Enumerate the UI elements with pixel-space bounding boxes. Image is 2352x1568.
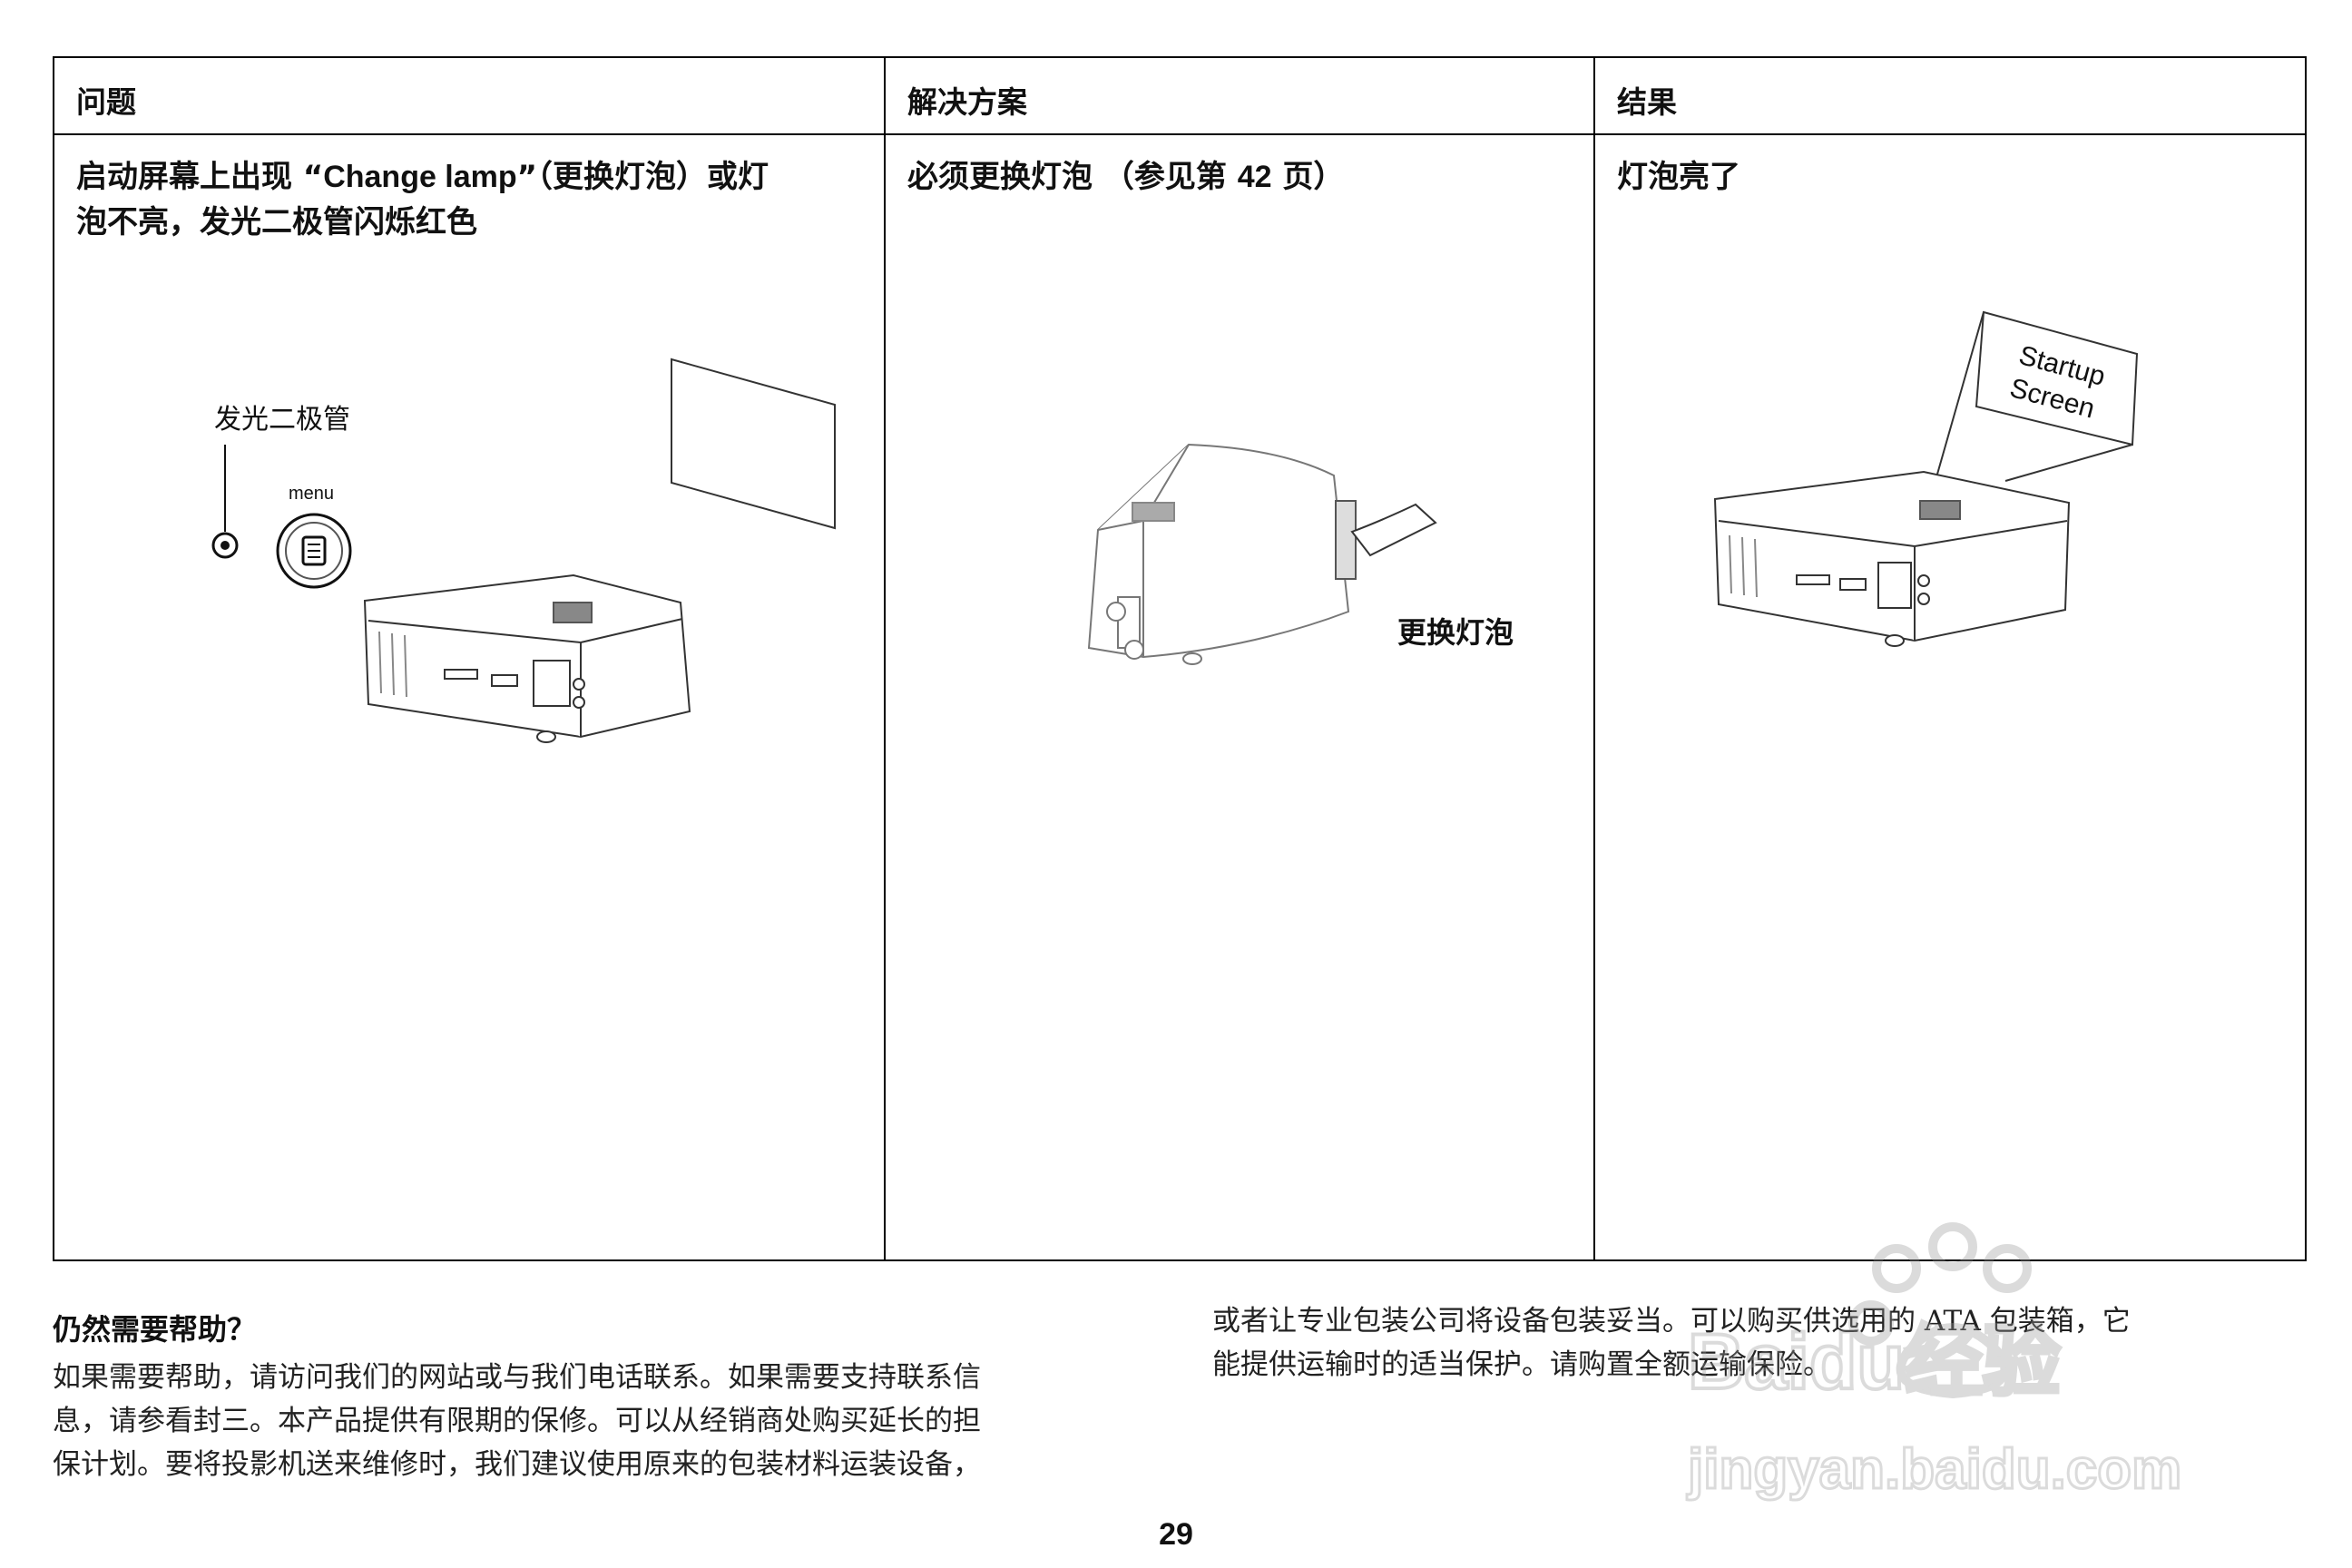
paragraph-line: 息，请参看封三。本产品提供有限期的保修。可以从经销商处购买延长的担 [53, 1405, 981, 1437]
problem-text: 启动屏幕上出现 “Change lamp”（更换灯泡）或灯 泡不亮，发光二极管闪… [76, 154, 866, 245]
troubleshooting-table: 问题 解决方案 结果 启动屏幕上出现 “Change lamp”（更换灯泡）或灯… [53, 56, 2307, 1261]
problem-line-2: 泡不亮，发光二极管闪烁红色 [76, 204, 477, 240]
header-divider [54, 133, 2305, 135]
header-problem: 问题 [76, 84, 136, 120]
watermark-url: jingyan.baidu.com [1687, 1438, 2181, 1501]
header-solution: 解决方案 [907, 84, 1027, 120]
paragraph-line: 保计划。要将投影机送来维修时，我们建议使用原来的包装材料运装设备， [53, 1448, 981, 1481]
projector-icon [1087, 443, 1357, 665]
column-divider [884, 58, 886, 1259]
hand-icon [1350, 503, 1437, 557]
result-text: 灯泡亮了 [1617, 159, 1740, 195]
projector-icon [363, 573, 691, 743]
paragraph-line: 或者让专业包装公司将设备包装妥当。可以购买供选用的 ATA 包装箱，它 [1212, 1305, 2131, 1338]
startup-screen-illustration: Startup Screen [1713, 310, 2139, 647]
replace-lamp-label: 更换灯泡 [1397, 615, 1514, 650]
help-paragraph-right: 或者让专业包装公司将设备包装妥当。可以购买供选用的 ATA 包装箱，它 能提供运… [1212, 1299, 2310, 1387]
page-number: 29 [1159, 1517, 1193, 1552]
lamp-replacement-illustration: 更换灯泡 [1087, 443, 1514, 665]
help-paragraph-left: 如果需要帮助，请访问我们的网站或与我们电话联系。如果需要支持联系信 息，请参看封… [53, 1356, 1142, 1486]
paragraph-line: 能提供运输时的适当保护。请购置全额运输保险。 [1212, 1348, 1831, 1381]
column-divider [1593, 58, 1595, 1259]
header-result: 结果 [1617, 84, 1677, 120]
projector-icon [1713, 470, 2071, 647]
paragraph-line: 如果需要帮助，请访问我们的网站或与我们电话联系。如果需要支持联系信 [53, 1361, 981, 1394]
projector-led-illustration: 发光二极管 menu [211, 358, 836, 743]
led-label: 发光二极管 [214, 404, 350, 436]
projection-screen-icon [671, 358, 836, 530]
solution-text: 必须更换灯泡 （参见第 42 页） [907, 159, 1345, 195]
help-title: 仍然需要帮助？ [53, 1312, 257, 1347]
menu-button-icon [276, 513, 352, 589]
menu-label: menu [289, 484, 334, 504]
problem-line-1: 启动屏幕上出现 “Change lamp”（更换灯泡）或灯 [76, 159, 769, 195]
led-indicator-icon [211, 532, 239, 559]
